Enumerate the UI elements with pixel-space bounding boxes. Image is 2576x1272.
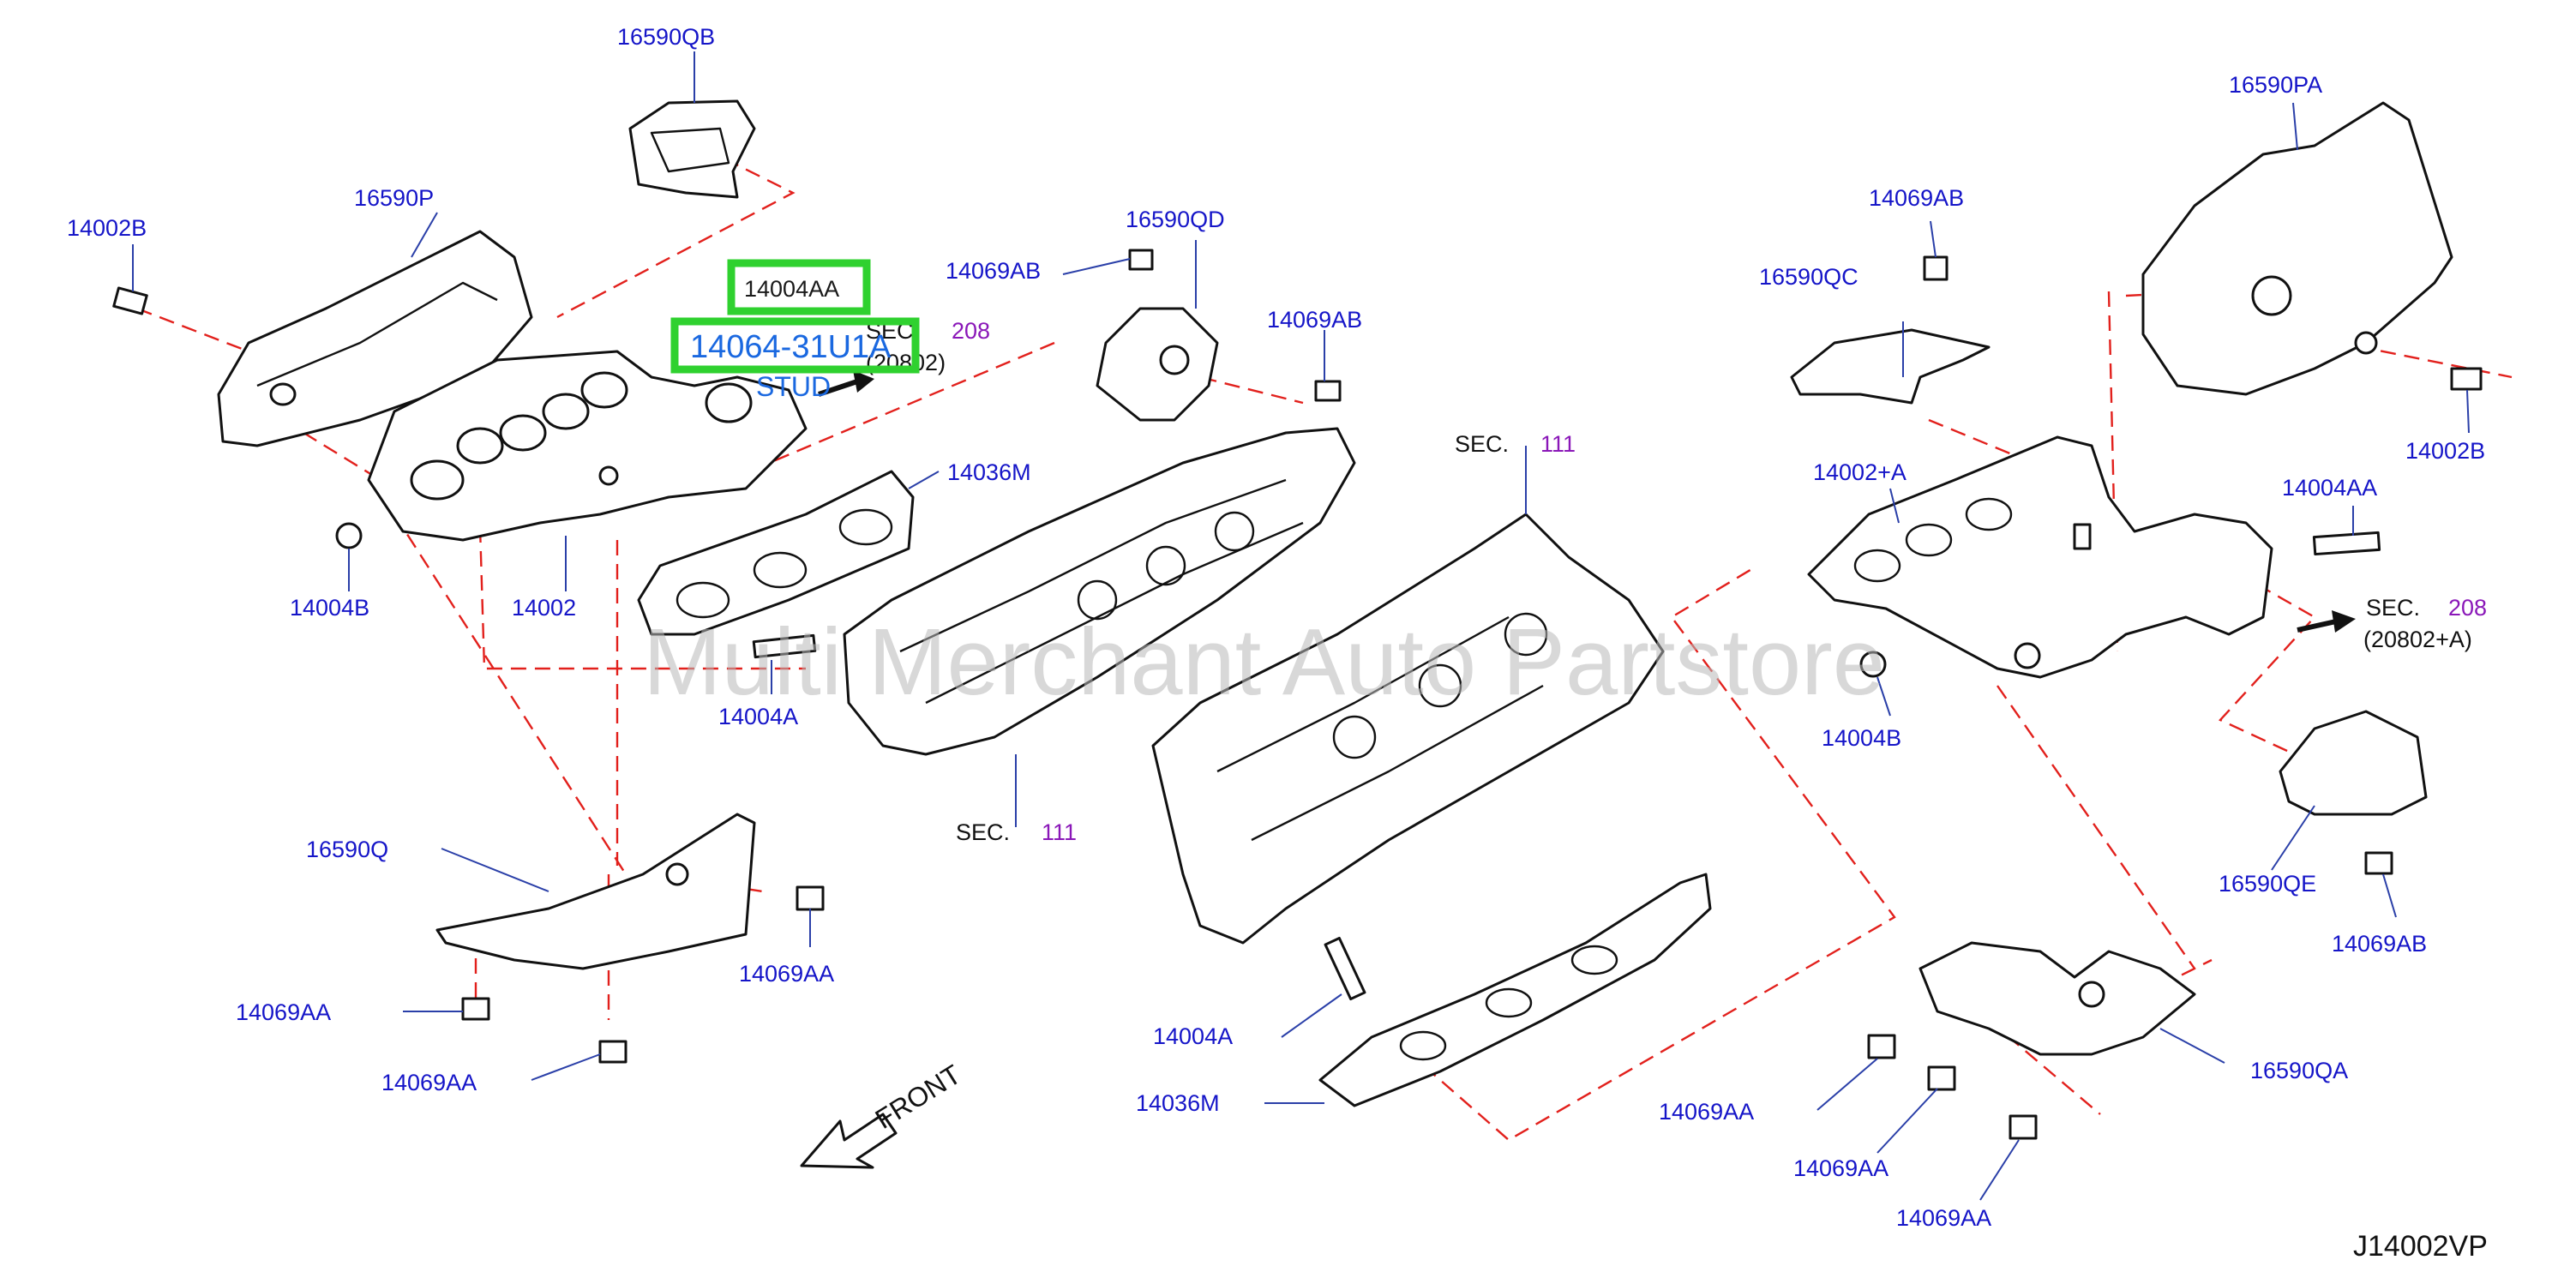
label-16590QC[interactable]: 16590QC <box>1759 264 1858 290</box>
right-rear-bolt <box>2364 851 2393 875</box>
left-heat-insulator-top <box>628 99 756 199</box>
label-16590QD[interactable]: 16590QD <box>1126 207 1225 232</box>
label-14004B-left[interactable]: 14004B <box>290 595 369 621</box>
leader-lines <box>132 51 2470 1201</box>
label-14036M-left[interactable]: 14036M <box>947 459 1031 485</box>
left-nut-lower <box>335 522 363 549</box>
label-14069AB-left-2[interactable]: 14069AB <box>1267 307 1362 333</box>
label-14004AA-right[interactable]: 14004AA <box>2282 475 2377 501</box>
label-16590Q[interactable]: 16590Q <box>306 837 388 862</box>
front-label: FRONT <box>870 1059 967 1135</box>
left-cylinder-head <box>843 427 1356 756</box>
label-14036M-right[interactable]: 14036M <box>1136 1090 1220 1116</box>
label-16590QE[interactable]: 16590QE <box>2219 871 2316 897</box>
label-14069AB-right-rear[interactable]: 14069AB <box>2332 931 2427 957</box>
front-arrow-icon <box>800 1113 898 1169</box>
label-14002[interactable]: 14002 <box>512 595 576 621</box>
label-16590QB[interactable]: 16590QB <box>617 24 715 50</box>
exhaust-arrows <box>818 370 2356 633</box>
right-stud-lower-shape <box>1324 936 1366 1001</box>
watermark-text: Multi Merchant Auto Partstore <box>643 609 1885 715</box>
left-bolt-upper <box>112 286 148 315</box>
right-bracket-bolt <box>1923 255 1949 281</box>
sec-label-exhaust-right: SEC. <box>2366 595 2420 621</box>
label-14069AA-left-3[interactable]: 14069AA <box>739 961 834 987</box>
label-14069AA-right-1[interactable]: 14069AA <box>1659 1099 1754 1125</box>
highlight-part-b[interactable]: 14064-31U1A <box>670 317 920 374</box>
label-14002B-left[interactable]: 14002B <box>67 215 147 241</box>
right-exhaust-manifold <box>1807 435 2273 679</box>
label-14004A-right[interactable]: 14004A <box>1153 1023 1233 1049</box>
sec-label-head-left: SEC. <box>956 819 1010 845</box>
right-heat-insulator-lower <box>1918 941 2196 1056</box>
right-bolt-upper <box>2450 367 2483 391</box>
label-14002B-right[interactable]: 14002B <box>2405 438 2485 464</box>
label-14004B-right[interactable]: 14004B <box>1822 725 1901 751</box>
sec-number-head-right[interactable]: 111 <box>1540 431 1576 457</box>
front-direction-indicator: FRONT <box>800 1059 967 1169</box>
right-cylinder-head <box>1151 513 1665 945</box>
right-exhaust-gasket <box>1318 873 1712 1107</box>
left-stud <box>752 633 817 659</box>
label-14004A-left[interactable]: 14004A <box>718 704 798 729</box>
left-heat-insulator-upper <box>217 230 533 447</box>
sec-sub-exhaust-right: (20802+A) <box>2363 627 2472 652</box>
label-14069AB-left-1[interactable]: 14069AB <box>946 258 1041 284</box>
right-stud-upper <box>2312 531 2381 556</box>
highlight-part-b-text: 14064-31U1A <box>690 329 892 365</box>
left-heat-insulator-lower <box>435 813 756 970</box>
right-heat-insulator-upper <box>2141 101 2453 396</box>
sec-number-exhaust-right[interactable]: 208 <box>2448 595 2487 621</box>
left-exhaust-manifold <box>367 350 808 542</box>
sec-number-exhaust-left[interactable]: 208 <box>952 318 990 344</box>
label-14069AA-left-2[interactable]: 14069AA <box>381 1070 477 1095</box>
right-lower-bolts <box>1867 1034 2038 1140</box>
label-14002+A[interactable]: 14002+A <box>1813 459 1906 485</box>
left-bracket-insulator <box>1096 307 1219 422</box>
left-lower-bolts <box>461 885 825 1064</box>
left-bolts-bracket <box>1128 249 1342 402</box>
label-16590PA[interactable]: 16590PA <box>2229 72 2322 98</box>
right-rear-insulator <box>2279 710 2428 816</box>
sec-label-head-right: SEC. <box>1455 431 1509 457</box>
left-exhaust-gasket <box>637 470 915 636</box>
label-16590P[interactable]: 16590P <box>354 185 434 211</box>
right-bracket-insulator <box>1790 328 1991 405</box>
right-nut-lower <box>1859 651 1887 678</box>
label-16590QA[interactable]: 16590QA <box>2250 1058 2348 1083</box>
label-14069AB-right-top[interactable]: 14069AB <box>1869 185 1964 211</box>
label-14069AA-left-1[interactable]: 14069AA <box>236 999 331 1025</box>
highlight-part-a-text: 14004AA <box>744 276 839 302</box>
highlight-part-b-desc: STUD <box>756 371 831 402</box>
sec-number-head-left[interactable]: 111 <box>1042 819 1077 845</box>
drawing-code: J14002VP <box>2353 1230 2488 1263</box>
label-14069AA-right-3[interactable]: 14069AA <box>1896 1205 1991 1231</box>
label-14069AA-right-2[interactable]: 14069AA <box>1793 1155 1888 1181</box>
highlight-part-a[interactable]: 14004AA <box>727 259 871 315</box>
